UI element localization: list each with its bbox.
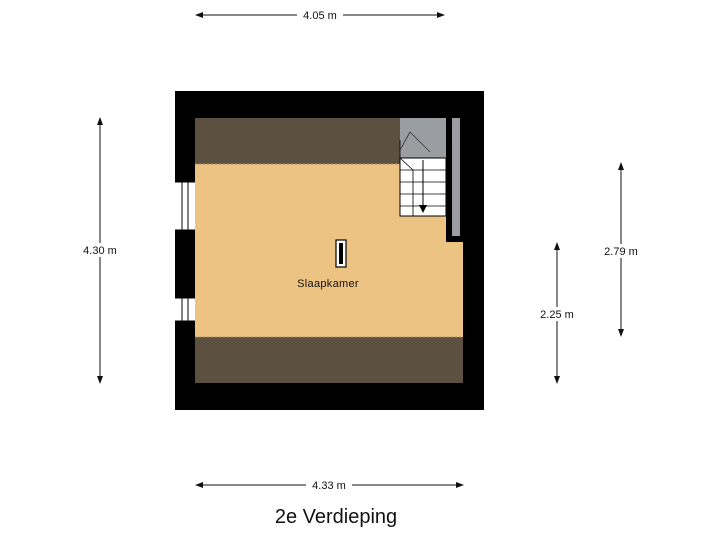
dim-label-bottom: 4.33 m [312, 480, 346, 492]
dim-label-left: 4.30 m [83, 245, 117, 257]
dim-label-right-inner: 2.25 m [540, 309, 574, 321]
dim-label-bg-right-outer [599, 244, 643, 258]
dim-label-bg-top [297, 8, 343, 22]
stair-handrail [452, 118, 460, 236]
dim-label-top: 4.05 m [303, 10, 337, 22]
stair-shadow [400, 118, 446, 158]
window-left-upper [175, 181, 195, 231]
stair-direction-arrow [419, 160, 427, 213]
dim-label-bg-right-inner [535, 307, 579, 321]
room-label: Slaapkamer [297, 278, 359, 290]
dim-label-bg-left [78, 243, 122, 257]
stair-wall [446, 118, 452, 242]
floor-title: 2e Verdieping [274, 506, 398, 528]
dim-label-bg-bottom [306, 478, 352, 492]
sloped-ceiling-bottom [195, 337, 463, 383]
radiator-icon [335, 239, 347, 268]
dim-label-right-outer: 2.79 m [604, 246, 638, 258]
window-left-lower [175, 297, 195, 322]
